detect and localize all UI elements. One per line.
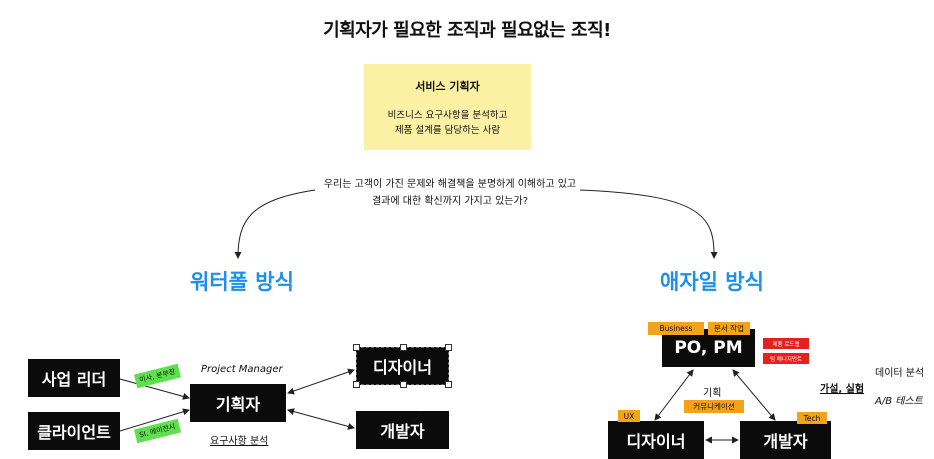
tag-team: 팀 매니지먼트	[763, 353, 809, 364]
line-client-planner	[119, 408, 190, 432]
arrow-to-agile	[579, 189, 718, 259]
po-pm-block: PO, PM	[662, 329, 755, 367]
business-leader-block: 사업 리더	[28, 359, 120, 397]
developer-block: 개발자	[356, 411, 449, 449]
designer-block-selected[interactable]: 디자이너	[353, 344, 452, 388]
sticky-line-2: 제품 설계를 담당하는 사람	[394, 125, 501, 136]
resize-handle[interactable]	[353, 381, 360, 388]
ab-test-label: A/B 테스트	[875, 396, 923, 407]
line-planner-designer	[287, 368, 355, 395]
question-line-1: 우리는 고객이 가진 문제와 해결책을 분명하게 이해하고 있고	[323, 179, 577, 190]
planning-label: 기획	[703, 388, 722, 399]
resize-handle[interactable]	[400, 381, 407, 388]
line-leader-planner	[119, 378, 190, 400]
tag-docs: 문서 작업	[708, 322, 750, 335]
sticky-heading: 서비스 기획자	[415, 80, 480, 93]
waterfall-title: 워터폴 방식	[190, 270, 294, 294]
tag-ux: UX	[618, 410, 640, 422]
agile-designer-block: 디자이너	[608, 421, 704, 459]
question-line-2: 결과에 대한 확신까지 가지고 있는가?	[371, 196, 529, 207]
line-planner-developer	[287, 408, 355, 430]
resize-handle[interactable]	[445, 381, 452, 388]
client-block: 클라이언트	[28, 412, 120, 450]
agile-developer-block: 개발자	[740, 421, 831, 459]
page-title: 기획자가 필요한 조직과 필요없는 조직!	[323, 20, 611, 41]
agile-title: 애자일 방식	[660, 270, 764, 294]
question-text: 우리는 고객이 가진 문제와 해결책을 분명하게 이해하고 있고 결과에 대한 …	[250, 176, 650, 210]
tag-communication: 커뮤니케이션	[684, 400, 744, 413]
sticky-note: 서비스 기획자 비즈니스 요구사항을 분석하고 제품 설계를 담당하는 사람	[364, 64, 531, 150]
arrow-to-waterfall	[234, 189, 316, 259]
designer-label: 디자이너	[373, 358, 432, 377]
hypothesis-label: 가설, 실험	[820, 384, 865, 395]
pm-label: Project Manager	[201, 364, 283, 375]
tag-roadmap: 제품 로드맵	[763, 338, 809, 349]
tag-business: Business	[648, 322, 704, 335]
resize-handle[interactable]	[400, 344, 407, 351]
line-po-designer	[654, 369, 694, 421]
tag-tech: Tech	[797, 412, 827, 424]
sticky-line-1: 비즈니스 요구사항을 분석하고	[387, 110, 508, 121]
data-analysis-label: 데이터 분석	[875, 368, 925, 379]
resize-handle[interactable]	[353, 344, 360, 351]
planner-block: 기획자	[190, 384, 286, 422]
line-po-developer	[732, 369, 776, 421]
mouse-cursor-icon: ➚	[411, 410, 423, 426]
resize-handle[interactable]	[445, 344, 452, 351]
requirements-label: 요구사항 분석	[210, 436, 269, 447]
